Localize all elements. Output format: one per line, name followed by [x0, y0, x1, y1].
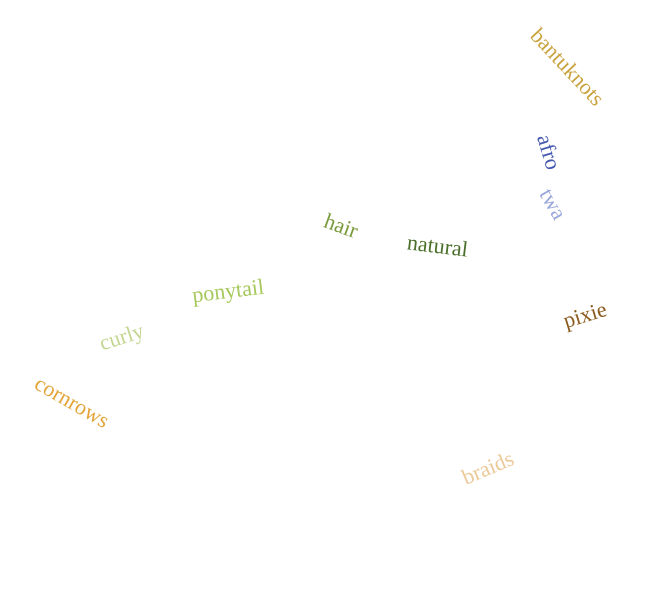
word-twa: twa [534, 183, 573, 224]
word-afro: afro [531, 131, 566, 173]
word-ponytail: ponytail [190, 273, 266, 308]
word-curly: curly [95, 317, 147, 356]
word-braids: braids [458, 445, 518, 490]
word-natural: natural [405, 229, 469, 262]
word-hair: hair [320, 207, 362, 244]
word-cornrows: cornrows [30, 370, 114, 433]
word-pixie: pixie [560, 296, 610, 333]
word-bantuknots: bantuknots [525, 22, 610, 111]
